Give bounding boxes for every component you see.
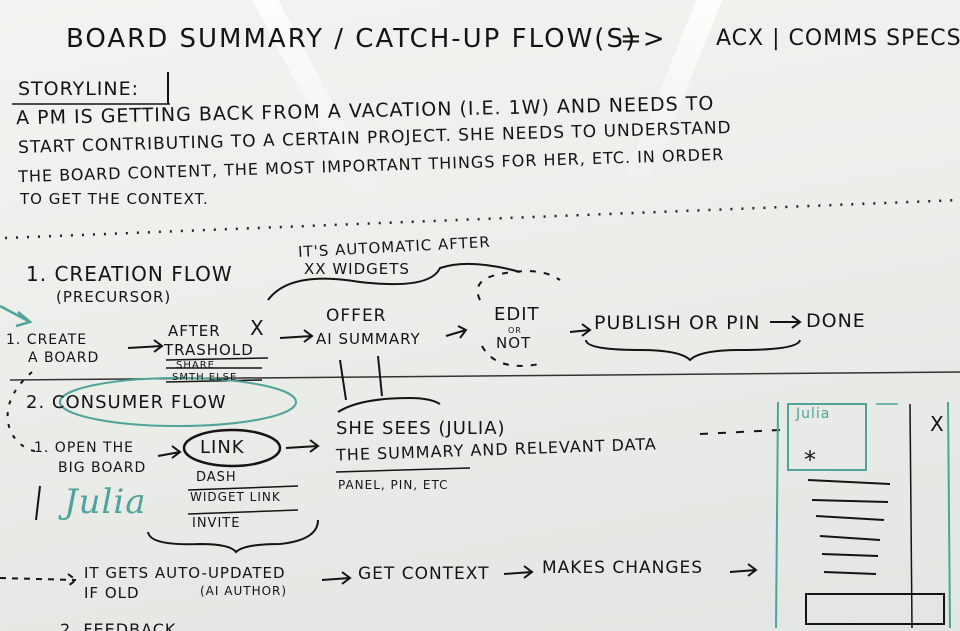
makes-changes-label: MAKES CHANGES xyxy=(542,558,704,578)
header-title: BOARD SUMMARY / CATCH-UP FLOW(S) xyxy=(66,24,638,54)
link-label: LINK xyxy=(200,437,245,458)
or-small-label: OR xyxy=(508,326,522,335)
storyline-line: TO GET THE CONTEXT. xyxy=(20,190,209,208)
panel-label: PANEL, PIN, ETC xyxy=(338,478,449,492)
get-context-label: GET CONTEXT xyxy=(358,564,490,584)
x-mark: X xyxy=(250,316,265,340)
not-label: NOT xyxy=(496,334,532,352)
ai-summary-label: AI SUMMARY xyxy=(316,330,421,348)
open-board-b: BIG BOARD xyxy=(58,460,147,476)
smth-else-label: SMTH ELSE xyxy=(172,372,238,383)
header-tag: ACX | COMMS SPECS xyxy=(716,26,960,51)
publish-label: PUBLISH OR PIN xyxy=(594,312,761,334)
auto-note-line2: XX WIDGETS xyxy=(304,260,410,278)
consumer-flow-title: 2. CONSUMER FLOW xyxy=(26,392,227,413)
ai-author-label: (AI AUTHOR) xyxy=(200,584,288,598)
sketch-star-icon: * xyxy=(804,446,817,474)
dash-label: DASH xyxy=(196,470,237,485)
step-create-b: A BOARD xyxy=(28,350,100,366)
user-name-julia: Julia xyxy=(64,482,147,522)
done-label: DONE xyxy=(806,310,866,332)
sketch-close-icon: X xyxy=(930,412,945,436)
offer-label: OFFER xyxy=(326,306,387,326)
open-board-a: 1. OPEN THE xyxy=(34,440,134,456)
sketch-tab-julia: Julia xyxy=(796,406,831,422)
treshold-label: TRASHOLD xyxy=(164,341,254,359)
widget-link-label: WIDGET LINK xyxy=(190,490,281,504)
after-label: AFTER xyxy=(168,322,221,340)
invite-label: INVITE xyxy=(192,516,241,531)
bottom-partial-text: 2. FEEDBACK xyxy=(60,620,177,631)
auto-updated-a: IT GETS AUTO-UPDATED xyxy=(84,564,286,582)
storyline-label: STORYLINE: xyxy=(18,78,140,100)
step-create-a: 1. CREATE xyxy=(6,332,88,348)
share-label: SHARE xyxy=(176,360,215,371)
she-sees-label: SHE SEES (JULIA) xyxy=(336,418,506,439)
edit-label: EDIT xyxy=(494,304,540,325)
header-arrow: => xyxy=(620,24,666,54)
creation-flow-title: 1. CREATION FLOW xyxy=(26,262,233,286)
creation-flow-subtitle: (PRECURSOR) xyxy=(56,288,172,306)
auto-updated-b: IF OLD xyxy=(84,584,140,602)
